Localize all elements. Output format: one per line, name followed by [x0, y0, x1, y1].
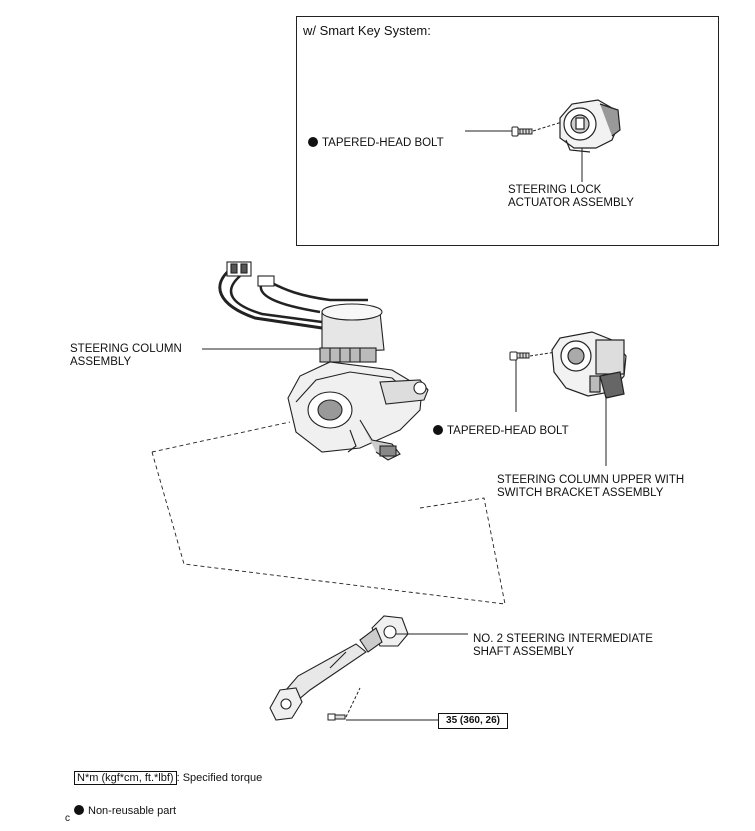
steering-lock-actuator-label: STEERING LOCK ACTUATOR ASSEMBLY	[508, 184, 634, 209]
legend-torque-text: : Specified torque	[176, 772, 263, 784]
smart-key-inset-panel	[296, 16, 719, 246]
upper-bracket-label: STEERING COLUMN UPPER WITH SWITCH BRACKE…	[497, 474, 685, 499]
non-reusable-dot-icon	[74, 805, 84, 815]
steering-column-drawing	[218, 261, 429, 461]
steering-column-label: STEERING COLUMN ASSEMBLY	[70, 343, 182, 368]
inset-title: w/ Smart Key System:	[303, 23, 431, 38]
upper-bracket-bolt-drawing	[509, 351, 530, 361]
non-reusable-dot-icon	[433, 425, 443, 435]
intermediate-shaft-drawing	[269, 615, 409, 721]
torque-spec-box: 35 (360, 26)	[438, 713, 508, 729]
upper-bracket-drawing	[551, 331, 627, 399]
legend-torque: N*m (kgf*cm, ft.*lbf): Specified torque	[74, 759, 262, 785]
legend-nonreusable: Non-reusable part	[74, 792, 176, 818]
non-reusable-dot-icon	[308, 137, 318, 147]
assembly-relation-dashed-outline	[151, 421, 506, 605]
steering-lock-actuator-drawing	[559, 99, 621, 153]
inset-bolt-label: TAPERED-HEAD BOLT	[308, 124, 444, 150]
inset-bolt-drawing	[511, 126, 533, 137]
shaft-bolt-drawing	[327, 713, 346, 721]
intermediate-shaft-label: NO. 2 STEERING INTERMEDIATE SHAFT ASSEMB…	[473, 633, 653, 658]
figure-code: c	[65, 813, 70, 824]
main-bolt-label: TAPERED-HEAD BOLT	[433, 412, 569, 438]
legend-torque-units: N*m (kgf*cm, ft.*lbf)	[74, 771, 177, 785]
